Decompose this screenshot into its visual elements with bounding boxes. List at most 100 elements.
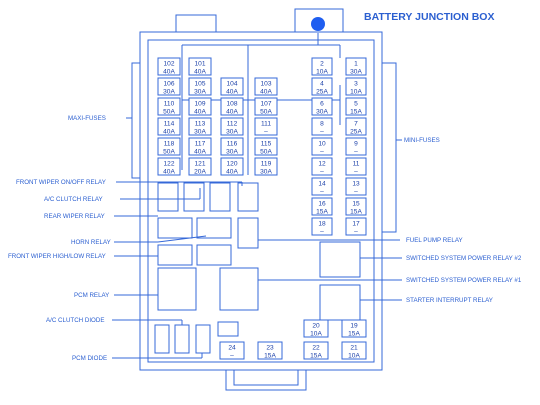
- fuse-rating: 50A: [260, 149, 272, 156]
- fuse-box: [188, 157, 212, 176]
- fuse-rating: 10A: [350, 89, 362, 96]
- fuse-number: 5: [354, 101, 358, 108]
- fuse-number: 12: [318, 161, 326, 168]
- starter-interrupt-relay: [319, 284, 361, 321]
- fuse-box: [345, 217, 367, 236]
- fuse-box: [188, 97, 212, 116]
- fuse-number: 15: [352, 201, 360, 208]
- fuse-box: [254, 137, 278, 156]
- ac-clutch-relay: [183, 182, 205, 212]
- fuse-rating: 40A: [226, 109, 238, 116]
- fuse-12: 12–: [311, 157, 333, 176]
- fuse-box: [220, 137, 244, 156]
- fuse-box: [220, 77, 244, 96]
- fuse-rating: 50A: [163, 149, 175, 156]
- ssp-relay-2: [319, 241, 361, 278]
- fuse-box: [157, 157, 181, 176]
- fuse-rating: –: [320, 169, 324, 176]
- fuse-number: 22: [312, 345, 320, 352]
- fuse-box: [345, 177, 367, 196]
- fuse-number: 119: [261, 161, 272, 168]
- rear-wiper-relay: [196, 217, 232, 239]
- fuse-rating: –: [354, 149, 358, 156]
- fuse-box: [157, 137, 181, 156]
- fuse-rating: –: [354, 189, 358, 196]
- fuse-box: [157, 97, 181, 116]
- fuse-number: 122: [163, 161, 174, 168]
- fuse-box: [157, 57, 181, 76]
- front-wiper-highlow-relay: [157, 244, 193, 266]
- fuse-rating: 40A: [163, 69, 175, 76]
- fuse-number: 106: [163, 81, 174, 88]
- fuse-number: 11: [353, 161, 360, 168]
- fuse-box: [345, 157, 367, 176]
- fuse-rating: 30A: [260, 169, 272, 176]
- label-front-wiper-highlow-relay: FRONT WIPER HIGH/LOW RELAY: [8, 253, 106, 260]
- label-pcm-diode: PCM DIODE: [72, 355, 107, 362]
- fuse-rating: 15A: [264, 353, 276, 360]
- fuse-number: 21: [350, 345, 358, 352]
- fuse-18: 18–: [311, 217, 333, 236]
- fuse-number: 10: [318, 141, 326, 148]
- fuse-box: [345, 57, 367, 76]
- fuse-number: 7: [354, 121, 358, 128]
- fuse-box: [311, 117, 333, 136]
- fuse-9: 9–: [345, 137, 367, 156]
- fuse-rating: 40A: [194, 69, 206, 76]
- fuse-rating: 10A: [316, 69, 328, 76]
- fuse-number: 20: [312, 323, 320, 330]
- label-ssp-relay-1: SWITCHED SYSTEM POWER RELAY #1: [406, 277, 522, 284]
- fuel-pump-relay: [237, 217, 259, 249]
- fuse-box: [188, 57, 212, 76]
- fuse-number: 114: [164, 121, 175, 128]
- relay-box-4: [237, 182, 259, 212]
- fuse-box: [220, 97, 244, 116]
- fuse-number: 14: [318, 181, 326, 188]
- relay-box-9: [196, 244, 232, 266]
- fuse-rating: 40A: [194, 109, 206, 116]
- fuse-14: 14–: [311, 177, 333, 196]
- fuse-number: 17: [352, 221, 360, 228]
- fuse-rating: 40A: [163, 129, 175, 136]
- fuse-rating: 30A: [194, 129, 206, 136]
- fuse-11: 11–: [345, 157, 367, 176]
- fuse-box: [254, 97, 278, 116]
- diode-1: [154, 324, 170, 354]
- fuse-rating: 50A: [260, 109, 272, 116]
- fuse-box: [311, 197, 333, 216]
- fuse-box: [311, 97, 333, 116]
- fuse-number: 23: [266, 345, 274, 352]
- fuse-rating: –: [264, 129, 268, 136]
- fuse-number: 103: [260, 81, 271, 88]
- fuse-rating: –: [230, 353, 234, 360]
- fuse-box: [157, 117, 181, 136]
- fuse-box: [303, 341, 329, 360]
- fuse-rating: 30A: [226, 149, 238, 156]
- front-wiper-onoff-relay: [157, 182, 179, 212]
- fuse-box: [188, 77, 212, 96]
- pcm-diode: [195, 324, 211, 354]
- fuse-number: 121: [194, 161, 205, 168]
- fuse-number: 118: [164, 141, 175, 148]
- fuse-17: 17–: [345, 217, 367, 236]
- fuse-111: 111–: [254, 117, 278, 136]
- fuse-rating: 40A: [260, 89, 272, 96]
- diode-small: [217, 321, 239, 337]
- bottom-tab-inner: [233, 367, 299, 386]
